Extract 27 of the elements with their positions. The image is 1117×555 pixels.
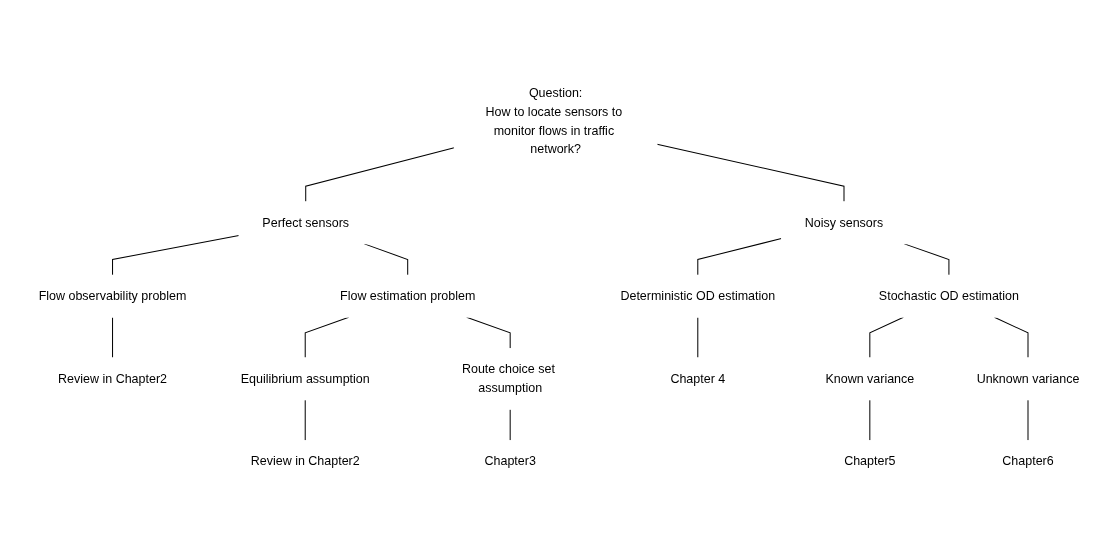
connector — [304, 399, 306, 442]
node-text: Chapter 4 — [669, 371, 725, 386]
connector — [868, 399, 870, 442]
connector — [696, 238, 782, 276]
connector — [656, 143, 844, 203]
node-text: Stochastic OD estimation — [878, 289, 1019, 303]
connector — [304, 316, 349, 359]
node-text: Review in Chapter2 — [250, 454, 360, 468]
node-text: Chapter6 — [1001, 454, 1054, 468]
node-text: Route choice set assumption — [461, 362, 555, 395]
node-text: Noisy sensors — [804, 215, 883, 230]
node-text: Deterministic OD estimation — [619, 289, 775, 303]
connector — [111, 235, 239, 276]
node-text: Chapter5 — [843, 454, 896, 468]
connector — [696, 316, 698, 359]
connector — [111, 316, 113, 359]
node-text: Flow observability problem — [38, 289, 186, 303]
connector — [304, 147, 455, 203]
node-text: Equilibrium assumption — [240, 371, 370, 386]
node-text: Flow estimation problem — [339, 289, 475, 303]
node-text: Review in Chapter2 — [57, 371, 167, 386]
node-text: Known variance — [824, 371, 914, 386]
node-text: Question: How to locate sensors to monitor flows in traffic network? — [485, 86, 622, 156]
connector — [509, 408, 511, 442]
node-text: Unknown variance — [976, 371, 1079, 386]
node-text: Perfect sensors — [261, 215, 349, 230]
node-text: Chapter3 — [483, 454, 536, 468]
